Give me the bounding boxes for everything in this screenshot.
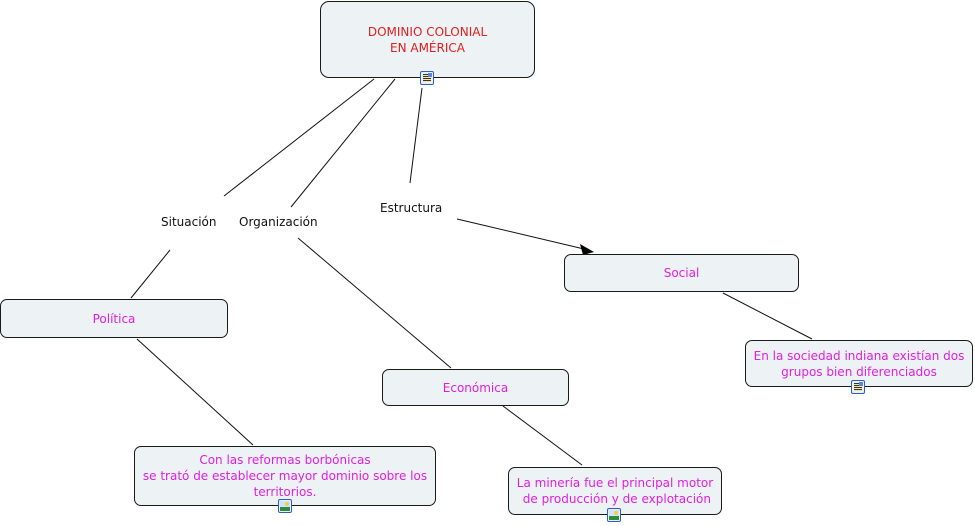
image-icon[interactable] <box>607 508 621 522</box>
concept-social[interactable]: Social <box>564 254 799 292</box>
link-root-situacion <box>223 78 375 197</box>
concept-economica[interactable]: Económica <box>382 369 569 406</box>
linking-phrase-organizacion[interactable]: Organización <box>239 215 318 229</box>
concept-politica[interactable]: Política <box>0 299 228 338</box>
image-icon[interactable] <box>278 499 292 513</box>
arrowhead <box>580 244 594 255</box>
linking-phrase-situacion[interactable]: Situación <box>161 215 217 229</box>
link-organizacion-economica <box>297 237 452 369</box>
link-root-estructura <box>409 87 423 184</box>
link-social-detail <box>722 292 813 340</box>
link-politica-detail <box>136 338 254 446</box>
document-icon[interactable] <box>420 71 434 85</box>
linking-phrase-estructura[interactable]: Estructura <box>380 201 443 215</box>
link-economica-detail <box>502 405 583 466</box>
link-situacion-politica <box>130 249 171 299</box>
document-icon[interactable] <box>851 380 865 394</box>
link-root-organizacion <box>290 78 396 208</box>
concept-economica-detail[interactable]: La minería fue el principal motor de pro… <box>508 467 722 515</box>
link-estructura-social <box>456 218 585 250</box>
